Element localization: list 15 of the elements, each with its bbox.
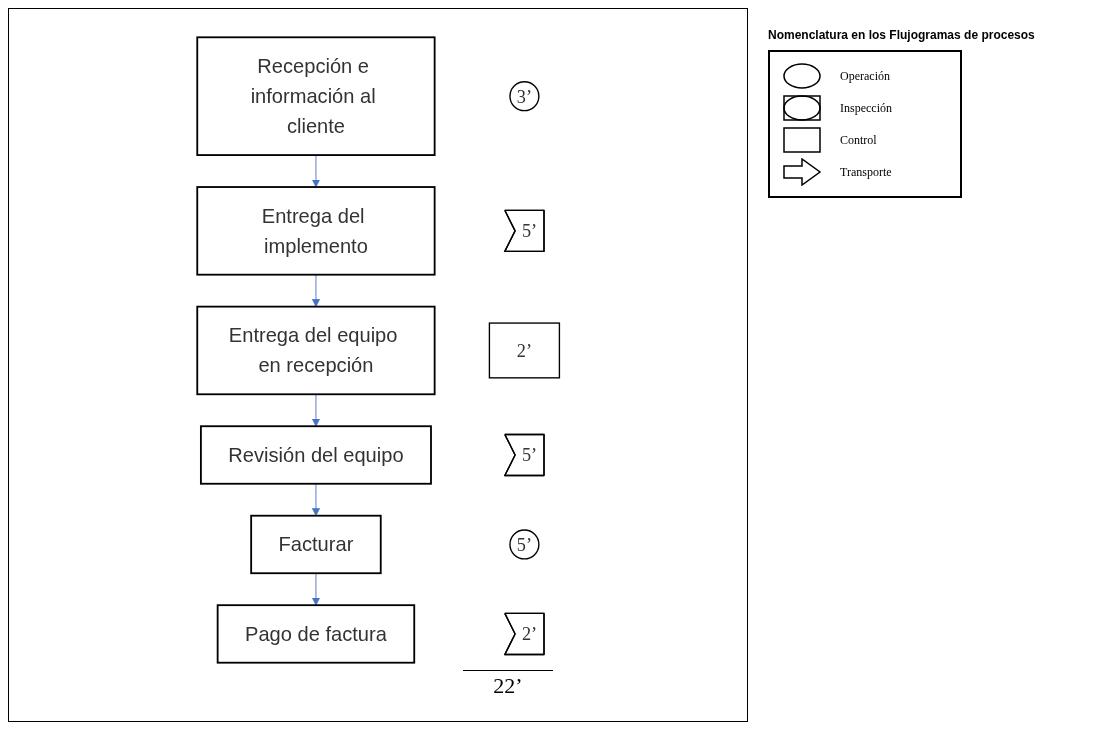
legend-label: Transporte — [840, 164, 892, 180]
total-time: 22’ — [463, 669, 553, 701]
node-circle: 3’ — [508, 80, 540, 111]
node-box: Facturar — [249, 514, 382, 574]
node-box: Entrega del equipo en recepción — [196, 305, 436, 395]
node-box: 2’ — [488, 321, 560, 379]
node-box: Pago de factura — [216, 603, 415, 664]
node-circle: 5’ — [508, 528, 540, 560]
legend-label: Control — [840, 132, 877, 148]
node-box: Entrega del implemento — [196, 185, 436, 276]
legend-title: Nomenclatura en los Flujogramas de procesos — [768, 28, 1036, 42]
legend-label: Operación — [840, 68, 890, 84]
legend-label: Inspección — [840, 100, 892, 116]
node-box: Revisión del equipo — [199, 424, 432, 485]
node-box: Recepción e información al cliente — [196, 35, 436, 156]
